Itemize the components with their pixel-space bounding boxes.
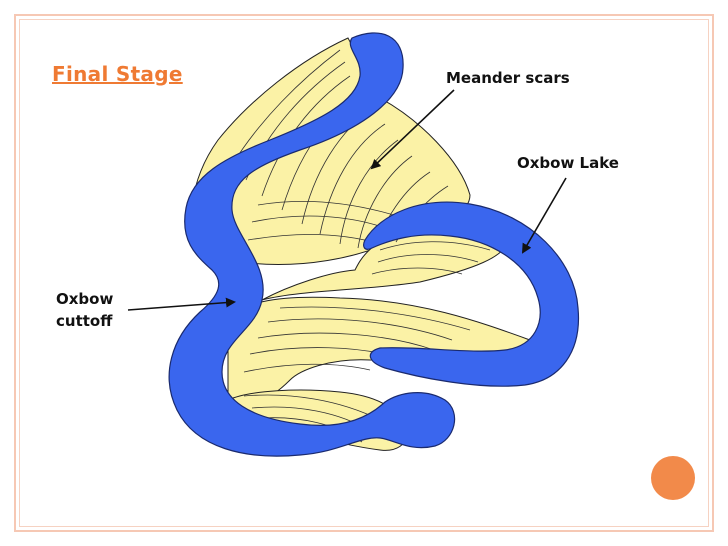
river-channel [168,32,456,457]
oxbow-cutoff-arrow [127,297,236,311]
slide-border-inner [19,19,709,527]
oxbow-lake-label: Oxbow Lake [517,154,619,172]
oxbow-cutoff-label-line2: cuttoff [56,312,113,330]
oxbow-lake-arrow [521,177,567,254]
oxbow-cutoff-label-line1: Oxbow [56,290,114,308]
oxbow-lake [363,201,580,387]
slide-border [14,14,714,532]
slide-title: Final Stage [52,62,183,86]
corner-decoration-circle [651,456,695,500]
meander-scars-label: Meander scars [446,69,570,87]
oxbow-cutoff-label: Oxbow cuttoff [56,288,136,332]
meander-scars-arrow [370,89,455,170]
